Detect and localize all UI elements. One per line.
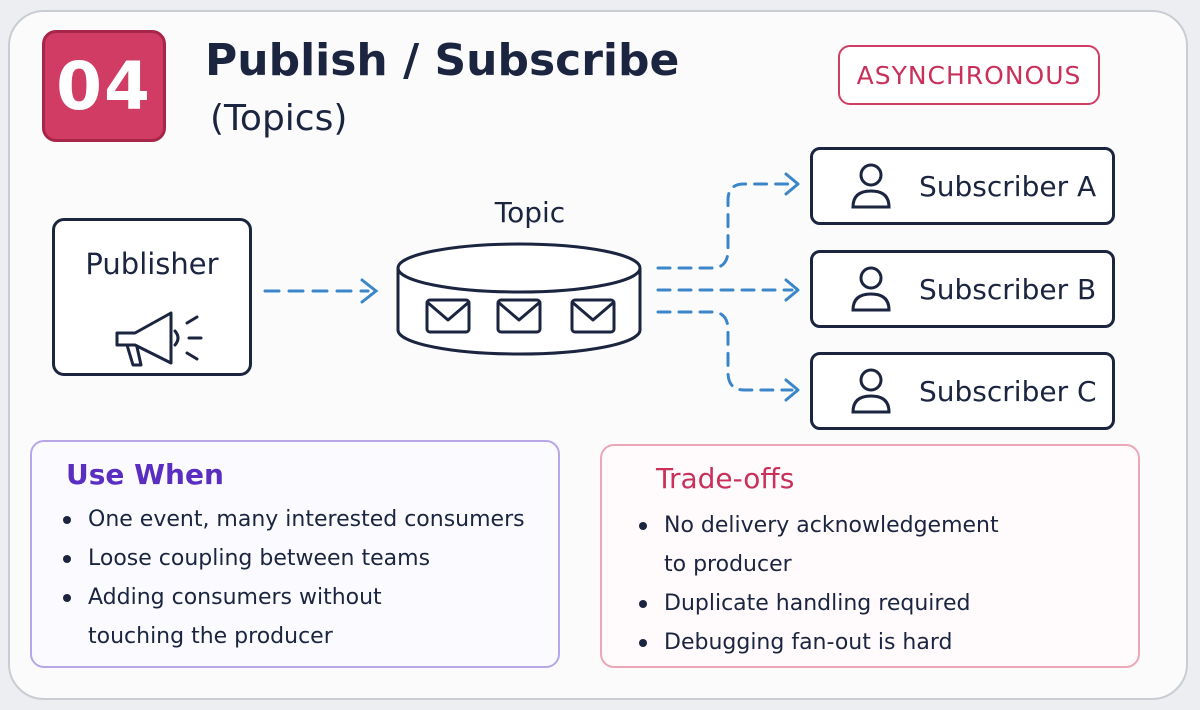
use-when-panel: Use When One event, many interested cons… <box>30 440 560 668</box>
list-item-continuation: to producer <box>664 552 792 577</box>
publisher-to-topic-arrow <box>263 278 379 304</box>
subscriber-c-label: Subscriber C <box>919 374 1097 408</box>
subscriber-b-node: Subscriber B <box>810 250 1115 328</box>
publisher-label: Publisher <box>85 247 219 281</box>
message-envelope-icon <box>570 298 616 334</box>
fanout-arrow-c <box>656 310 794 392</box>
subscriber-c-node: Subscriber C <box>810 352 1115 430</box>
message-envelope-icon <box>496 298 542 334</box>
topic-label: Topic <box>494 196 566 229</box>
publisher-node: Publisher <box>52 218 252 376</box>
person-icon <box>851 266 891 312</box>
use-when-title: Use When <box>66 458 224 491</box>
list-item: Debugging fan-out is hard <box>636 623 1136 662</box>
subscriber-a-node: Subscriber A <box>810 147 1115 225</box>
megaphone-icon <box>115 311 203 367</box>
fanout-arrow-a <box>656 182 794 270</box>
person-icon <box>851 163 891 209</box>
message-envelope-icon <box>425 298 471 334</box>
section-number: 04 <box>56 47 152 125</box>
section-number-badge: 04 <box>42 30 166 142</box>
use-when-list: One event, many interested consumers Loo… <box>60 500 560 656</box>
list-item: One event, many interested consumers <box>60 500 560 539</box>
trade-offs-title: Trade-offs <box>656 462 795 495</box>
subscriber-a-label: Subscriber A <box>919 169 1097 203</box>
list-item: Loose coupling between teams <box>60 539 560 578</box>
list-item-continuation: touching the producer <box>88 624 333 649</box>
list-item: No delivery acknowledgement <box>636 506 1136 545</box>
trade-offs-panel: Trade-offs No delivery acknowledgement t… <box>600 444 1140 668</box>
subscriber-b-label: Subscriber B <box>919 272 1097 306</box>
trade-offs-list: No delivery acknowledgement to producer … <box>636 506 1136 662</box>
list-item: Duplicate handling required <box>636 584 1136 623</box>
page-subtitle: (Topics) <box>210 98 348 139</box>
person-icon <box>851 368 891 414</box>
page-title: Publish / Subscribe <box>205 35 680 86</box>
asynchronous-tag: ASYNCHRONOUS <box>838 45 1100 105</box>
list-item: Adding consumers without <box>60 578 560 617</box>
